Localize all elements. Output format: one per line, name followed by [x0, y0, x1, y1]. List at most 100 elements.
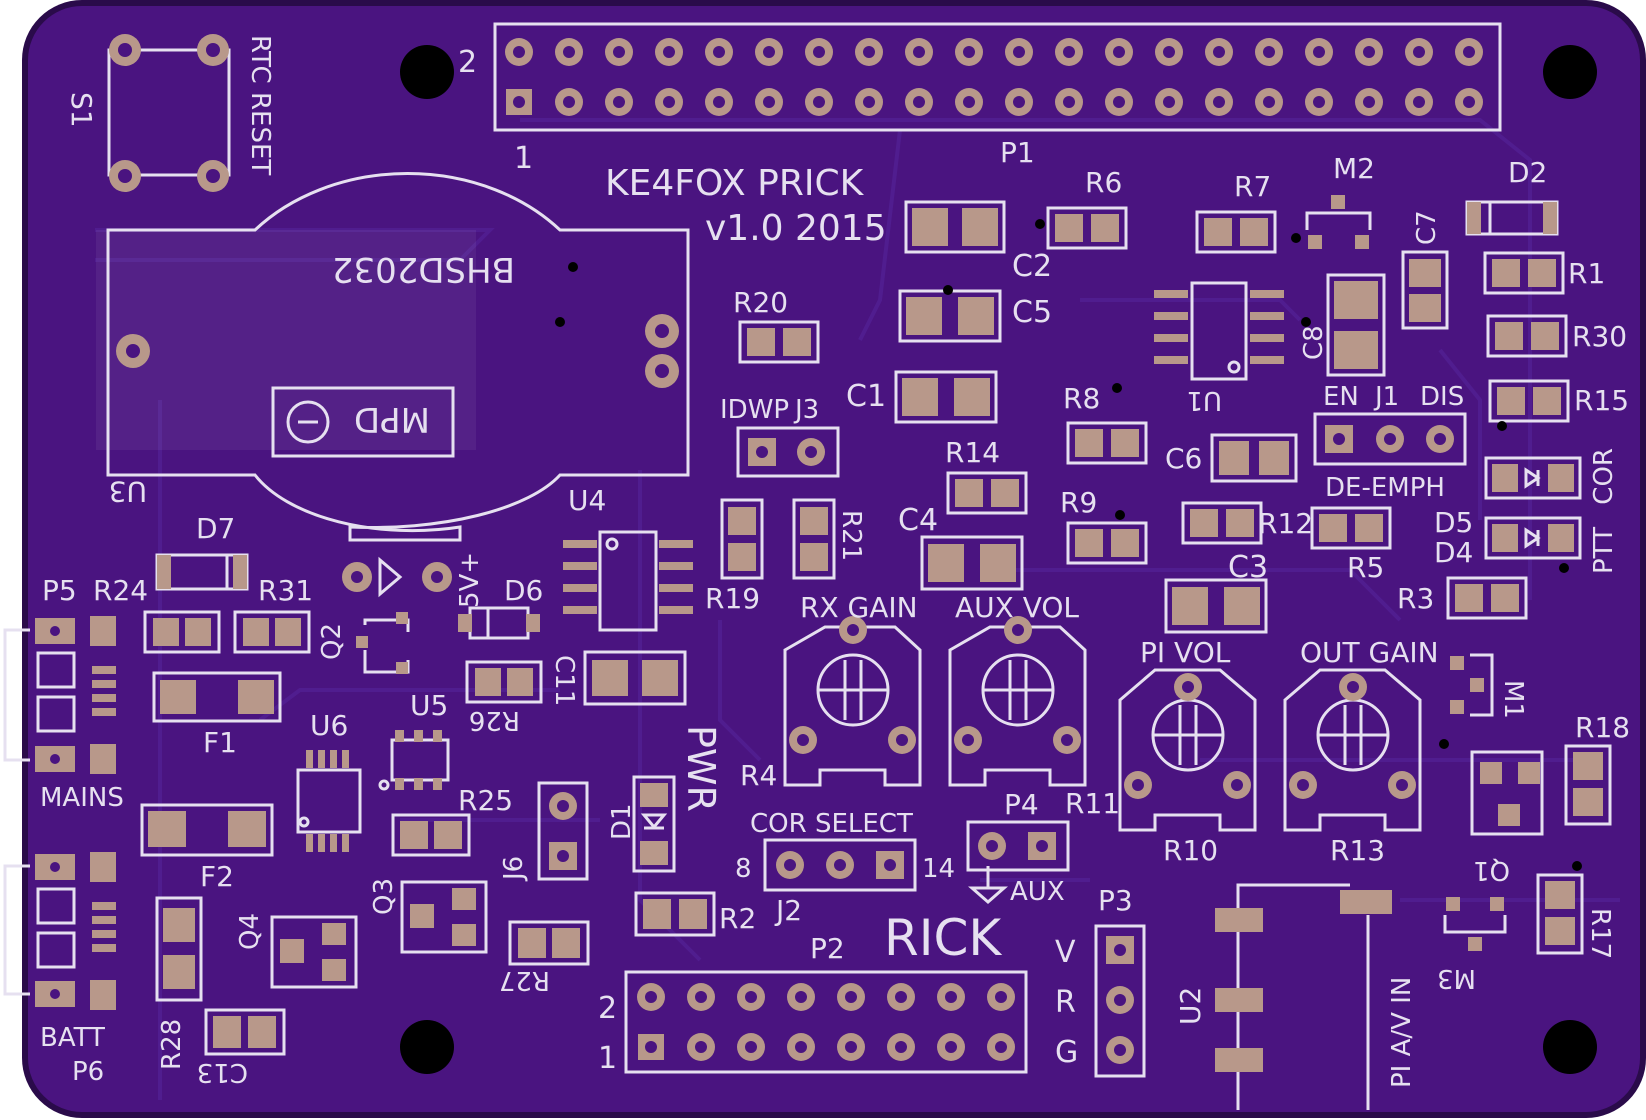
r25-resistor: R25 [391, 784, 513, 857]
q1-transistor: Q1 [1470, 750, 1544, 885]
p2-pin-drill [845, 991, 857, 1003]
c5-capacitor: C5 [898, 289, 1052, 343]
u6-chip: U6 [296, 709, 362, 852]
c11-label: C11 [549, 655, 579, 706]
c1-label: C1 [846, 379, 886, 414]
r6-label: R6 [1085, 166, 1122, 199]
pi-av-in-label: PI A/V IN [1387, 977, 1417, 1088]
m3-transistor: M3 [1437, 897, 1507, 993]
p1-pin-drill [863, 46, 875, 58]
r10-label: R10 [1163, 834, 1218, 867]
r14-resistor: R14 [945, 436, 1028, 515]
r9-label: R9 [1060, 486, 1097, 519]
p2-pin1-label: 1 [598, 1041, 617, 1076]
batt-label: BATT [40, 1023, 105, 1053]
q3-transistor: Q3 [369, 878, 488, 954]
p1-pin-drill [863, 96, 875, 108]
p2-pin-drill [945, 991, 957, 1003]
c8-capacitor: C8 [1299, 273, 1386, 377]
q3-label: Q3 [369, 878, 399, 915]
p1-pin-drill [1213, 96, 1225, 108]
r15-label: R15 [1574, 384, 1629, 417]
aux-vol-label: AUX VOL [955, 591, 1079, 624]
r26-label: R26 [469, 705, 520, 735]
p1-pin-drill [513, 96, 525, 108]
d5-label: D5 [1434, 506, 1473, 539]
u4-label: U4 [568, 484, 606, 517]
p1-pin-drill [1163, 46, 1175, 58]
c7-label: C7 [1412, 210, 1442, 245]
p2-pin-drill [995, 991, 1007, 1003]
r-label: R [1055, 985, 1076, 1020]
u3-label: U3 [109, 475, 147, 508]
s1-switch: S1 RTC RESET [65, 34, 275, 192]
p1-label: P1 [1000, 136, 1035, 169]
c8-label: C8 [1299, 325, 1329, 360]
r12-label: R12 [1258, 507, 1313, 540]
d1-label: D1 [607, 803, 637, 840]
p2-pin-drill [795, 1041, 807, 1053]
p1-pins [505, 38, 1483, 116]
p2-pin-drill [895, 1041, 907, 1053]
bhsd-label: BHSD2032 [332, 249, 515, 289]
mounting-hole-tr [1543, 45, 1597, 99]
p2-pin-drill [945, 1041, 957, 1053]
r2-resistor: R2 [634, 891, 756, 937]
p2-pin-drill [695, 991, 707, 1003]
p1-pin-drill [1363, 96, 1375, 108]
c4-capacitor: C4 [898, 503, 1024, 591]
r11-label: R11 [1065, 787, 1120, 820]
r5-resistor: R5 [1310, 506, 1392, 584]
r13-label: R13 [1330, 834, 1385, 867]
p1-pin-drill [1163, 96, 1175, 108]
mounting-holes [400, 45, 1597, 1074]
u1-label: U1 [1186, 385, 1222, 415]
j2-jumper: COR SELECT 8 14 J2 [735, 809, 955, 927]
c11-capacitor: C11 [549, 650, 687, 706]
r26-resistor: R26 [465, 660, 543, 735]
r30-label: R30 [1572, 320, 1627, 353]
q4-label: Q4 [235, 913, 265, 950]
p1-pin-drill [963, 96, 975, 108]
s1-label: S1 [65, 92, 98, 128]
p2-pin-drill [795, 991, 807, 1003]
p2-pins [637, 983, 1015, 1061]
r21-resistor: R21 [792, 498, 866, 580]
r19-label: R19 [705, 582, 760, 615]
d2-label: D2 [1508, 156, 1547, 189]
p1-pin-drill [1463, 46, 1475, 58]
r31-label: R31 [258, 574, 313, 607]
q4-transistor: Q4 [235, 913, 358, 989]
p1-pin-drill [563, 46, 575, 58]
p2-pin-drill [895, 991, 907, 1003]
j3-jumper: IDWP J3 [720, 395, 840, 478]
r14-label: R14 [945, 436, 1000, 469]
p1-pin-drill [1113, 96, 1125, 108]
j1-label: J1 [1373, 382, 1399, 412]
u3-battery-holder: BHSD2032 MPD U3 U4 [106, 172, 690, 542]
p1-pin-drill [813, 96, 825, 108]
q2-label: Q2 [317, 623, 347, 660]
p1-pin-drill [1313, 96, 1325, 108]
out-gain-label: OUT GAIN [1300, 636, 1439, 669]
r24-label: R24 [93, 574, 148, 607]
r12-resistor: R12 [1181, 501, 1313, 545]
j6-label: J6 [499, 856, 529, 882]
p2-pin-drill [845, 1041, 857, 1053]
c3-label: C3 [1228, 550, 1268, 585]
r1-resistor: R1 [1483, 251, 1605, 295]
p2-label: P2 [810, 932, 845, 965]
r25-label: R25 [458, 784, 513, 817]
r24-resistor: R24 [93, 574, 221, 654]
c6-label: C6 [1165, 442, 1202, 475]
p2-pin-drill [645, 991, 657, 1003]
p2-pin2-label: 2 [598, 991, 617, 1026]
r28-label: R28 [157, 1019, 187, 1070]
p2-pin-drill [695, 1041, 707, 1053]
r15-resistor: R15 [1488, 379, 1629, 423]
j2-pin8-label: 8 [735, 854, 752, 884]
r2-label: R2 [719, 902, 756, 935]
r7-label: R7 [1234, 170, 1271, 203]
c4-label: C4 [898, 503, 938, 538]
